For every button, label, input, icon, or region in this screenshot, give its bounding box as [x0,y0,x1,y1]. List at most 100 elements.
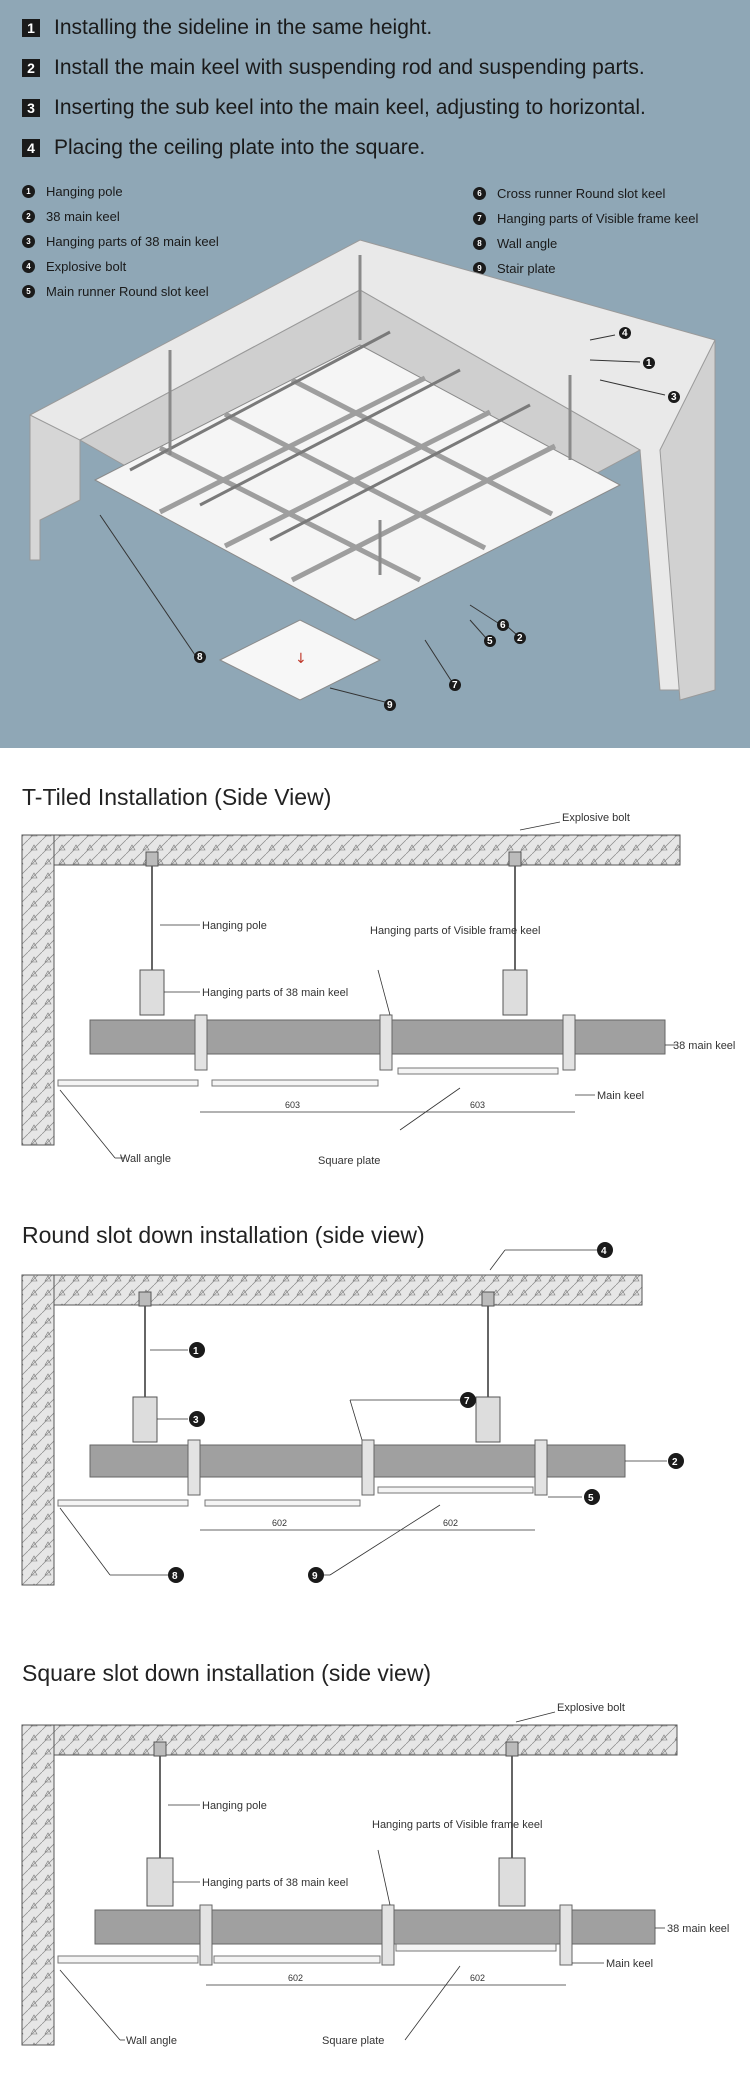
svg-text:1: 1 [193,1346,199,1357]
concrete-slab [21,1274,643,1306]
hanging-poles [144,1305,489,1400]
d1-dim-left: 603 [285,1100,300,1110]
svg-text:5: 5 [487,636,493,647]
iso-callout-4: 4 [619,327,631,339]
svg-text:3: 3 [671,392,677,403]
d3-hanging-parts-visible-label: Hanging parts of Visible frame keel [372,1819,542,1831]
d1-wall-angle-label: Wall angle [120,1153,171,1165]
d1-explosive-bolt-label: Explosive bolt [562,812,630,824]
visible-keel-hangers [194,1014,576,1071]
svg-text:6: 6 [500,620,506,631]
svg-text:3: 3 [193,1415,199,1426]
iso-callout-2: 2 [514,632,526,644]
d3-dim-left: 602 [288,1973,303,1983]
iso-callout-5: 5 [484,635,496,647]
d3-38-main-keel-label: 38 main keel [667,1923,729,1935]
d1-square-plate-label: Square plate [318,1155,380,1167]
down-arrow-icon: ↓ [295,651,307,667]
svg-text:1: 1 [646,358,652,369]
round-slot-side-view: 4 1 7 3 2 5 8 9 602 602 [21,1242,684,1586]
svg-text:4: 4 [601,1246,607,1257]
bolt-right [508,851,522,867]
hanger-left [132,1396,158,1443]
d2-callout-4: 4 [597,1242,613,1258]
bolt-right [481,1291,495,1307]
svg-text:7: 7 [452,680,458,691]
hanging-rods [168,255,572,575]
d2-dim-right: 602 [443,1518,458,1528]
isometric-ceiling-drawing: ↓ 4 1 3 6 5 2 7 8 9 [29,239,716,711]
concrete-slab [21,834,681,866]
round-slot-hangers [187,1439,548,1496]
svg-text:4: 4 [622,328,628,339]
hanging-poles [151,865,516,975]
d3-explosive-bolt-label: Explosive bolt [557,1702,625,1714]
main-keel-38 [89,1019,666,1055]
diagram-1-title: T-Tiled Installation (Side View) [22,784,332,810]
hanging-poles [159,1755,513,1860]
d2-callout-7: 7 [460,1392,476,1408]
bolt-left [145,851,159,867]
svg-text:9: 9 [387,700,393,711]
concrete-wall [21,1274,55,1586]
iso-callout-7: 7 [449,679,461,691]
concrete-wall [21,834,55,1146]
d1-leaders [59,821,675,1159]
square-plates [57,1486,534,1507]
d2-dim-left: 602 [272,1518,287,1528]
left-wall-edge [29,414,81,561]
svg-text:8: 8 [172,1571,178,1582]
diagram-2-title: Round slot down installation (side view) [22,1222,425,1248]
diagram-3-title: Square slot down installation (side view… [22,1660,432,1686]
hanger-right [475,1396,501,1443]
svg-text:8: 8 [197,652,203,663]
square-plates [57,1943,557,1964]
square-slot-hangers [199,1904,573,1966]
d1-main-keel-label: Main keel [597,1090,644,1102]
bolt-right [505,1741,519,1757]
d3-hanging-pole-label: Hanging pole [202,1800,267,1812]
svg-text:2: 2 [517,633,523,644]
d1-hanging-parts-38-label: Hanging parts of 38 main keel [202,987,348,999]
bolt-left [153,1741,167,1757]
d1-hanging-parts-visible-label: Hanging parts of Visible frame keel [370,925,540,937]
d2-callout-1: 1 [189,1342,205,1358]
concrete-slab [21,1724,678,1756]
d3-main-keel-label: Main keel [606,1958,653,1970]
svg-text:7: 7 [464,1396,470,1407]
d3-hanging-parts-38-label: Hanging parts of 38 main keel [202,1877,348,1889]
iso-callout-8: 8 [194,651,206,663]
d1-hanging-pole-label: Hanging pole [202,920,267,932]
d1-dim-right: 603 [470,1100,485,1110]
square-slot-side-view: Explosive bolt Hanging pole Hanging part… [21,1702,729,2047]
iso-callout-1: 1 [643,357,655,369]
iso-callout-9: 9 [384,699,396,711]
d1-38-main-keel-label: 38 main keel [673,1040,735,1052]
hanger-right [498,1857,526,1907]
d3-leaders [59,1711,665,2041]
hanger-left [146,1857,174,1907]
main-runners [129,330,531,542]
concrete-wall [21,1724,55,2046]
d2-callout-8: 8 [168,1567,184,1583]
svg-text:5: 5 [588,1493,594,1504]
d2-callout-5: 5 [584,1489,600,1505]
d2-callout-3: 3 [189,1411,205,1427]
svg-text:2: 2 [672,1457,678,1468]
svg-text:9: 9 [312,1571,318,1582]
grid-runners [158,375,557,583]
d2-callout-2: 2 [668,1453,684,1469]
hanger-right [502,969,528,1016]
d2-callout-9: 9 [308,1567,324,1583]
